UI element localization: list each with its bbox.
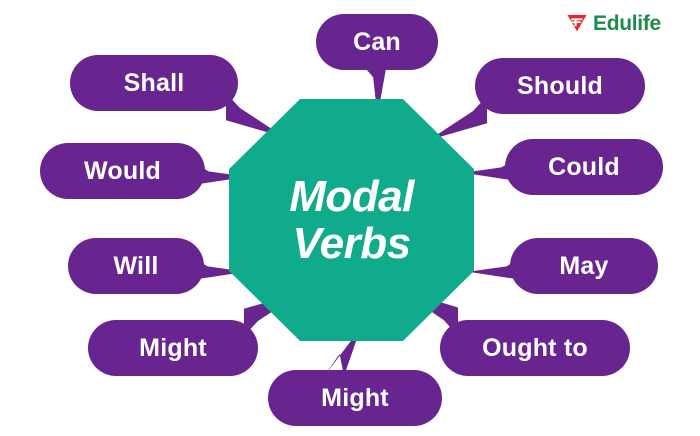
bubble-label: Will bbox=[113, 251, 159, 280]
bubble-would[interactable]: Would bbox=[40, 143, 247, 199]
bubble-label: Might bbox=[139, 333, 207, 362]
bubble-label: Might bbox=[321, 383, 389, 412]
center-octagon: Modal Verbs bbox=[229, 99, 474, 341]
bubble-label: Would bbox=[84, 156, 161, 185]
bubble-label: Should bbox=[517, 71, 603, 100]
bubble-label: Shall bbox=[123, 68, 185, 97]
bubble-can[interactable]: Can bbox=[316, 14, 438, 116]
bubble-should[interactable]: Should bbox=[429, 58, 645, 140]
bubble-tail-left-icon bbox=[468, 258, 520, 280]
triangle-funnel-icon bbox=[567, 14, 587, 32]
bubble-label: Can bbox=[353, 27, 401, 56]
center-title-line2: Verbs bbox=[292, 219, 411, 268]
brand-name: Edulife bbox=[593, 11, 661, 35]
bubble-ought-to[interactable]: Ought to bbox=[400, 290, 630, 376]
bubble-label: Ought to bbox=[482, 333, 588, 362]
bubble-might-bottom[interactable]: Might bbox=[268, 328, 442, 426]
bubble-may[interactable]: May bbox=[468, 238, 658, 294]
bubble-label: Could bbox=[548, 152, 620, 181]
bubble-shall[interactable]: Shall bbox=[70, 55, 284, 137]
bubble-label: May bbox=[559, 251, 609, 280]
center-title-line1: Modal bbox=[289, 171, 414, 221]
bubble-could[interactable]: Could bbox=[463, 139, 663, 195]
bubble-might-left[interactable]: Might bbox=[88, 292, 302, 376]
bubble-will[interactable]: Will bbox=[68, 238, 246, 294]
brand-logo: Edulife bbox=[566, 10, 661, 36]
